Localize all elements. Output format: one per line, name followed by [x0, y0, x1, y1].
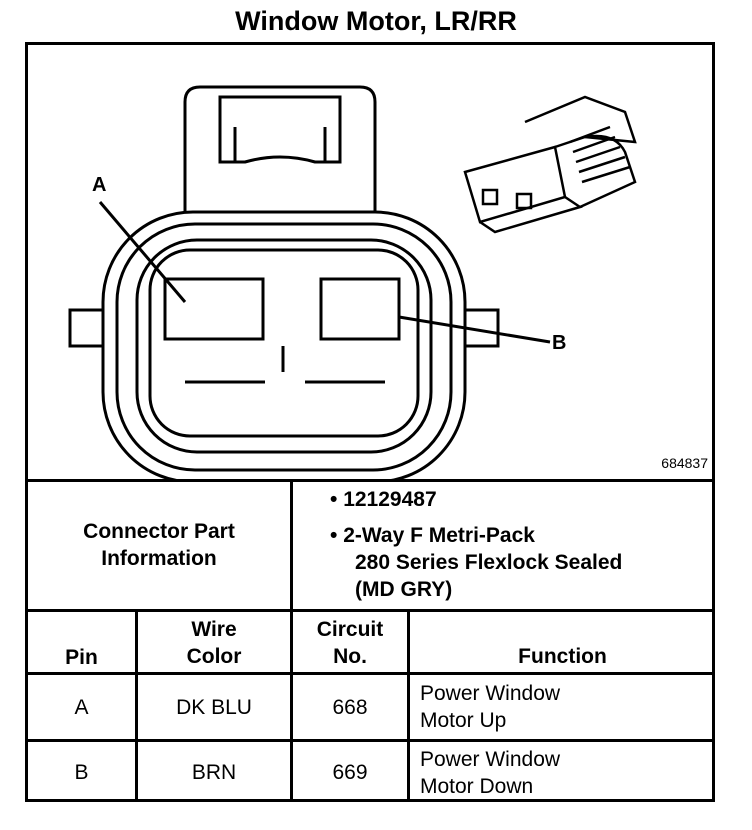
callout-b: B: [552, 332, 567, 354]
cell-function: Power Window: [420, 748, 561, 771]
divider: [135, 609, 138, 802]
cell-function: Motor Up: [420, 709, 507, 732]
header-pin: Pin: [65, 646, 98, 669]
pin-b-cavity: [319, 277, 401, 341]
callout-a: A: [92, 174, 107, 196]
connector-drawing: [68, 85, 637, 482]
connector-face-view: [68, 85, 551, 482]
cell-pin: B: [74, 761, 89, 784]
part-number: 12129487: [343, 488, 437, 511]
divider: [25, 739, 715, 742]
divider: [25, 479, 715, 482]
cell-pin: A: [74, 696, 89, 719]
figure-number: 684837: [661, 455, 708, 471]
pin-a-cavity: [163, 277, 265, 341]
divider: [25, 609, 715, 612]
divider: [407, 609, 410, 802]
diagram-frame: [25, 42, 715, 802]
cell-circuit: 669: [332, 761, 368, 784]
connector-color: (MD GRY): [355, 578, 453, 601]
divider: [290, 479, 293, 802]
connector-description: 2-Way F Metri-Pack: [343, 524, 535, 547]
connector-3d-view: [463, 95, 637, 234]
cell-wire-color: BRN: [191, 761, 237, 784]
cell-circuit: 668: [332, 696, 368, 719]
connector-description: 280 Series Flexlock Sealed: [355, 551, 623, 574]
header-wire-color: Wire: [191, 618, 237, 641]
header-circuit: Circuit: [316, 618, 384, 641]
info-label-line: Connector Part: [83, 520, 235, 543]
cell-function: Power Window: [420, 682, 561, 705]
header-circuit: No.: [333, 645, 367, 668]
header-function: Function: [518, 645, 607, 668]
info-label-line: Information: [101, 547, 217, 570]
cell-function: Motor Down: [420, 775, 534, 798]
cell-wire-color: DK BLU: [176, 696, 252, 719]
header-wire-color: Color: [186, 645, 242, 668]
divider: [25, 672, 715, 675]
page-title: Window Motor, LR/RR: [235, 6, 517, 36]
